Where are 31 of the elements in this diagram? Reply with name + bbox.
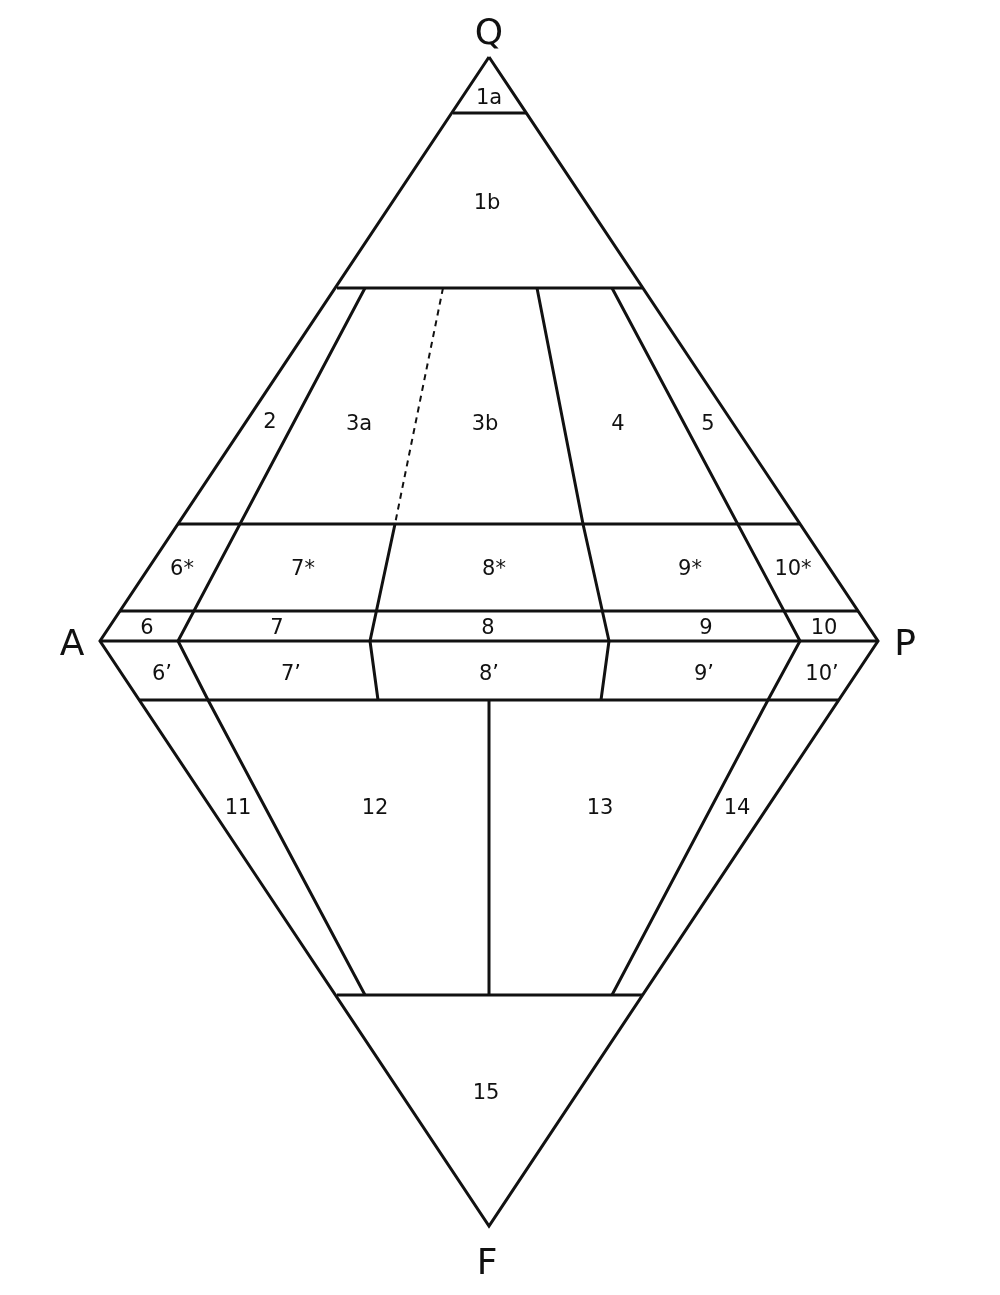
field-number: 9 bbox=[699, 616, 713, 638]
vertex-label: Q bbox=[474, 14, 504, 50]
field-number: 14 bbox=[723, 796, 751, 818]
field-number: 10’ bbox=[805, 662, 839, 684]
field-number: 7* bbox=[291, 557, 315, 579]
field-number: 8* bbox=[482, 557, 506, 579]
field-number: 13 bbox=[586, 796, 614, 818]
field-number: 8’ bbox=[479, 662, 499, 684]
field-number: 6 bbox=[140, 616, 154, 638]
field-number: 12 bbox=[361, 796, 389, 818]
field-number: 4 bbox=[611, 412, 625, 434]
field-number: 10* bbox=[774, 557, 812, 579]
field-number: 9* bbox=[678, 557, 702, 579]
field-number: 5 bbox=[701, 412, 715, 434]
field-number: 7 bbox=[270, 616, 284, 638]
field-number: 8 bbox=[481, 616, 495, 638]
vertex-label: P bbox=[894, 625, 916, 661]
field-number: 1a bbox=[475, 86, 503, 108]
field-number: 1b bbox=[473, 191, 501, 213]
field-number: 6’ bbox=[152, 662, 172, 684]
field-number: 11 bbox=[224, 796, 252, 818]
field-number: 2 bbox=[263, 410, 277, 432]
field-number: 6* bbox=[170, 557, 194, 579]
field-number: 10 bbox=[810, 616, 838, 638]
field-number: 3a bbox=[345, 412, 373, 434]
field-number: 3b bbox=[471, 412, 499, 434]
field-number: 7’ bbox=[281, 662, 301, 684]
field-number: 15 bbox=[472, 1081, 500, 1103]
field-number: 9’ bbox=[694, 662, 714, 684]
vertex-label: F bbox=[476, 1244, 498, 1280]
vertex-label: A bbox=[59, 625, 85, 661]
